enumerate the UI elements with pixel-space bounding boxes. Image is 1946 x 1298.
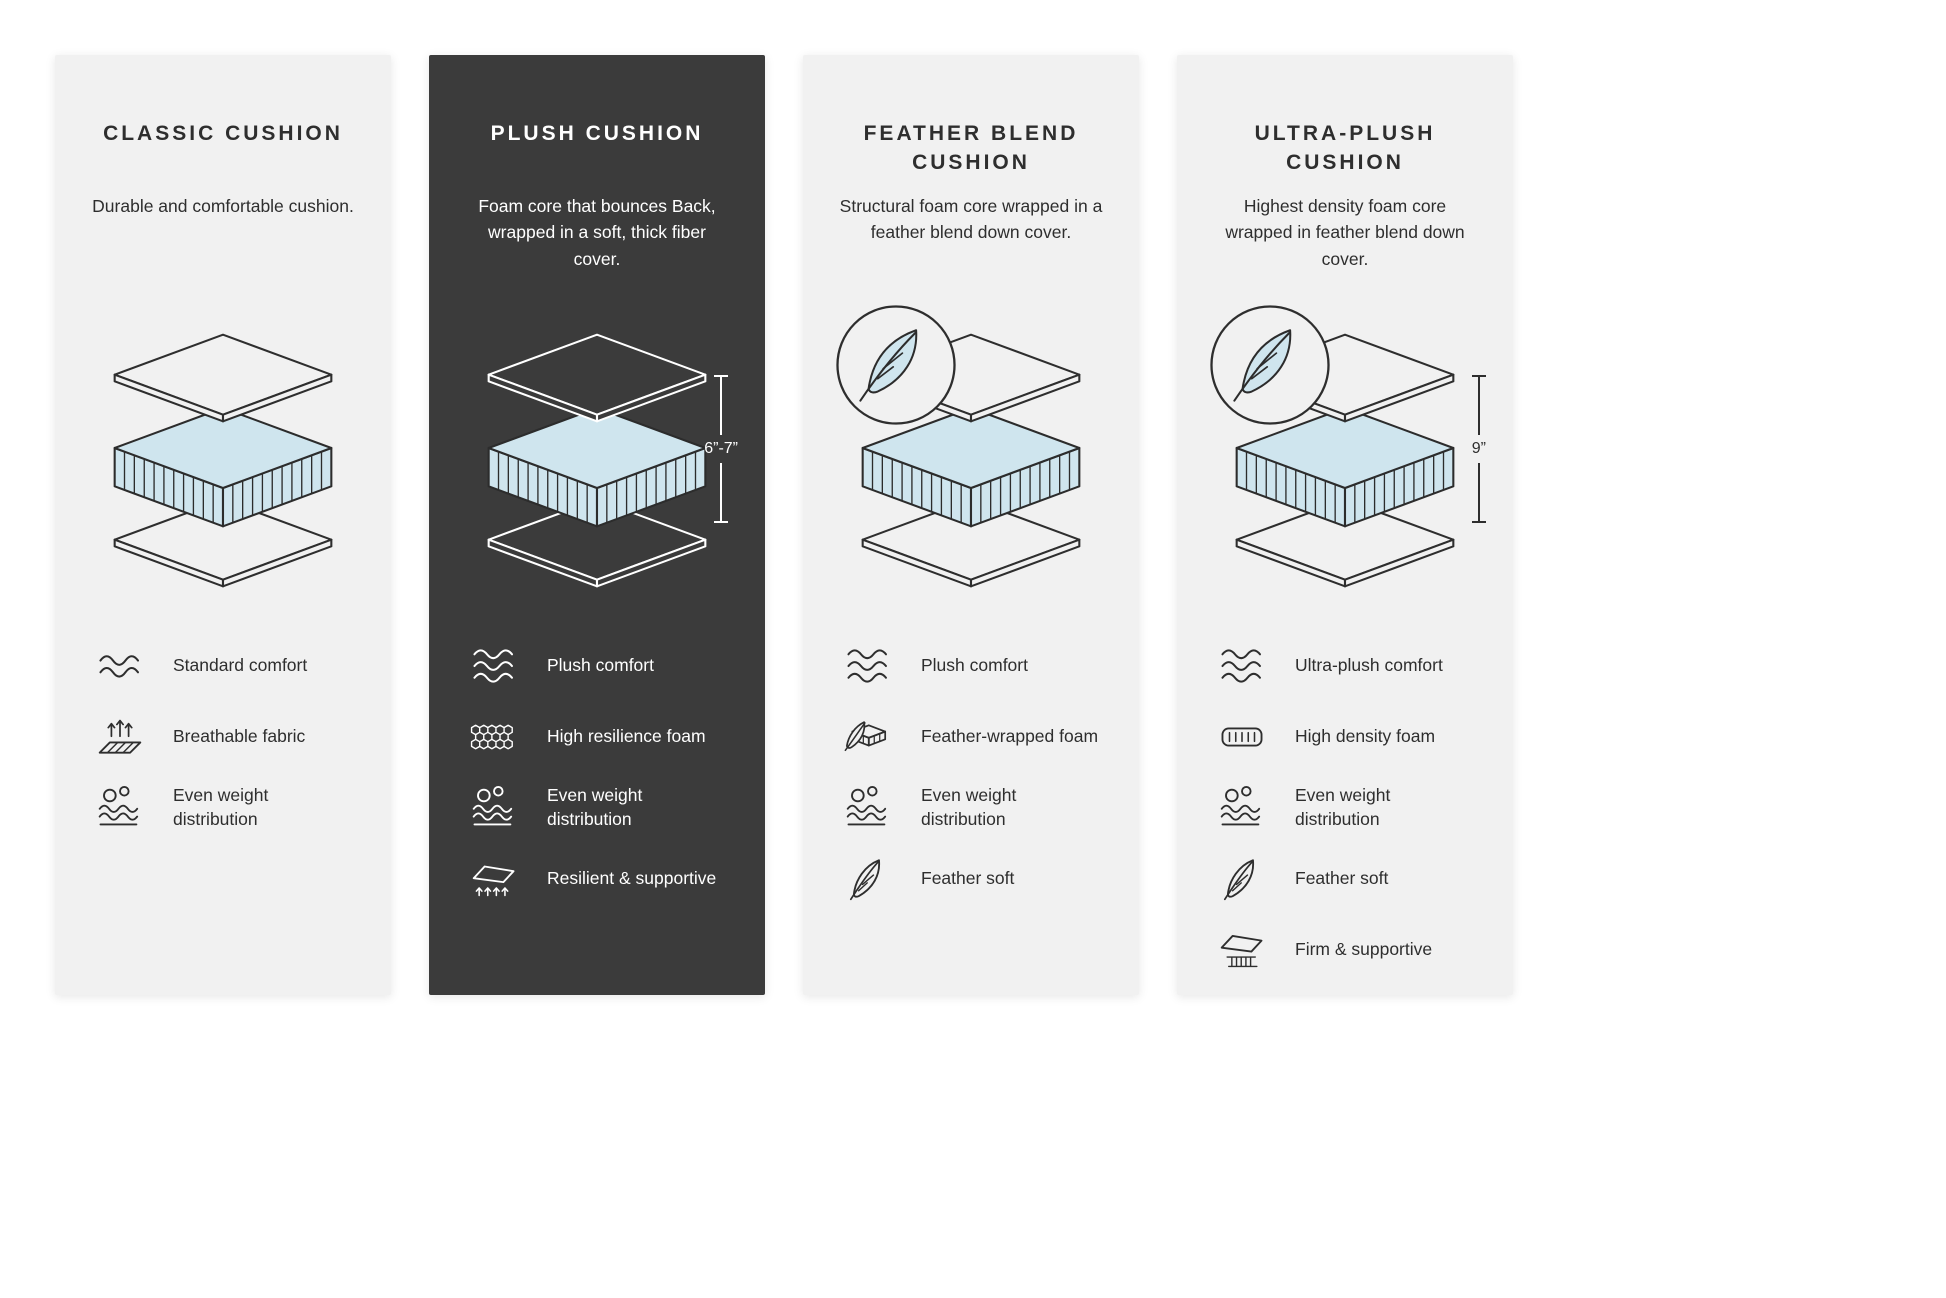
feature-label: Breathable fabric: [173, 726, 306, 747]
card-title: PLUSH CUSHION: [490, 122, 704, 145]
feature-label: Even weight distribution: [547, 785, 643, 829]
feature-label: Plush comfort: [547, 655, 654, 676]
feature-label: Feather soft: [1295, 868, 1389, 889]
feature-item: Standard comfort: [91, 641, 355, 691]
card-plush-cushion: PLUSH CUSHION Foam core that bounces Bac…: [429, 55, 765, 995]
feature-item: Ultra-plush comfort: [1213, 641, 1477, 691]
height-dimension: 9”: [1472, 375, 1486, 523]
feature-label: Ultra-plush comfort: [1295, 655, 1443, 676]
cushion-layers-illustration: [472, 323, 722, 598]
cushion-layers-illustration: [98, 323, 348, 598]
feature-list: Plush comfort Feather-wrapped foam Even …: [839, 641, 1103, 904]
weight-distribution-icon: [839, 783, 897, 833]
feature-list: Standard comfort Breathable fabric Even …: [91, 641, 355, 833]
wave-comfort-icon: [465, 641, 523, 691]
feature-label: Firm & supportive: [1295, 939, 1433, 960]
feature-label: High density foam: [1295, 726, 1436, 747]
feature-label: High resilience foam: [547, 726, 706, 747]
feature-item: Feather soft: [1213, 854, 1477, 904]
weight-distribution-icon: [1213, 783, 1271, 833]
weight-distribution-icon: [465, 783, 523, 833]
feature-item: Breathable fabric: [91, 712, 355, 762]
feature-label: Even weight distribution: [1295, 785, 1391, 829]
height-dimension: 6”-7”: [704, 375, 738, 523]
support-arrows-icon: [465, 854, 523, 904]
card-description: Foam core that bounces Back, wrapped in …: [478, 196, 716, 269]
feature-item: Even weight distribution: [839, 783, 1103, 833]
honeycomb-foam-icon: [465, 712, 523, 762]
card-description: Durable and comfortable cushion.: [92, 196, 354, 216]
cushion-diagram: 6”-7”: [472, 323, 738, 603]
dimension-label: 9”: [1471, 440, 1486, 457]
cushion-diagram: [846, 323, 1096, 603]
cushion-comparison: CLASSIC CUSHION Durable and comfortable …: [55, 55, 1513, 995]
feature-item: Feather soft: [839, 854, 1103, 904]
dimension-line: [1477, 377, 1480, 435]
dimension-line: [720, 377, 722, 435]
card-classic-cushion: CLASSIC CUSHION Durable and comfortable …: [55, 55, 391, 995]
feature-item: Firm & supportive: [1213, 925, 1477, 975]
wave-comfort-icon: [91, 641, 149, 691]
feature-item: Plush comfort: [465, 641, 729, 691]
feature-item: Even weight distribution: [1213, 783, 1477, 833]
feature-item: Even weight distribution: [465, 783, 729, 833]
feature-item: Feather-wrapped foam: [839, 712, 1103, 762]
feature-label: Resilient & supportive: [547, 868, 717, 889]
feature-label: Even weight distribution: [921, 785, 1017, 829]
feature-label: Feather soft: [921, 868, 1015, 889]
feature-label: Feather-wrapped foam: [921, 726, 1099, 747]
feather-foam-icon: [839, 712, 897, 762]
card-feather-blend-cushion: FEATHER BLEND CUSHION Structural foam co…: [803, 55, 1139, 995]
feature-item: Plush comfort: [839, 641, 1103, 691]
feature-item: High density foam: [1213, 712, 1477, 762]
feather-icon: [1213, 854, 1271, 904]
card-title: FEATHER BLEND CUSHION: [863, 122, 1079, 175]
card-title: CLASSIC CUSHION: [103, 122, 343, 145]
firm-supportive-icon: [1213, 925, 1271, 975]
wave-comfort-icon: [1213, 641, 1271, 691]
feature-item: Even weight distribution: [91, 783, 355, 833]
dimension-line: [720, 463, 722, 521]
dimension-line: [1477, 463, 1480, 521]
dimension-cap-top: [1471, 375, 1486, 377]
dimension-cap-top: [714, 375, 729, 377]
card-description: Structural foam core wrapped in a feathe…: [839, 196, 1103, 243]
feature-label: Standard comfort: [173, 655, 308, 676]
cushion-diagram: 9”: [1220, 323, 1486, 603]
dimension-label: 6”-7”: [704, 440, 738, 457]
wave-comfort-icon: [839, 641, 897, 691]
cushion-diagram: [98, 323, 348, 603]
feather-badge-icon: [1206, 301, 1334, 429]
card-title: ULTRA-PLUSH CUSHION: [1254, 122, 1436, 175]
feature-list: Ultra-plush comfort High density foam Ev…: [1213, 641, 1477, 975]
breathable-fabric-icon: [91, 712, 149, 762]
card-description: Highest density foam core wrapped in fea…: [1225, 196, 1465, 269]
feather-icon: [839, 854, 897, 904]
feature-item: High resilience foam: [465, 712, 729, 762]
dimension-cap-bottom: [714, 521, 729, 523]
feature-label: Even weight distribution: [173, 785, 269, 829]
feature-label: Plush comfort: [921, 655, 1028, 676]
feature-item: Resilient & supportive: [465, 854, 729, 904]
feature-list: Plush comfort High resilience foam Even …: [465, 641, 729, 904]
density-foam-icon: [1213, 712, 1271, 762]
weight-distribution-icon: [91, 783, 149, 833]
dimension-cap-bottom: [1471, 521, 1486, 523]
feather-badge-icon: [832, 301, 960, 429]
card-ultra-plush-cushion: ULTRA-PLUSH CUSHION Highest density foam…: [1177, 55, 1513, 995]
